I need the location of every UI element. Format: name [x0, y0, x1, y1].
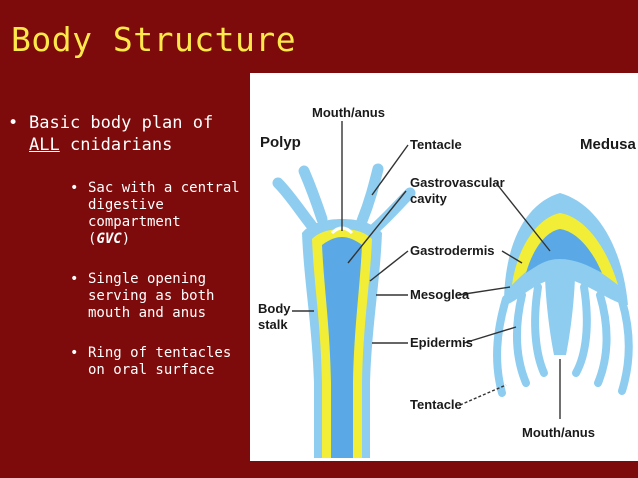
subbullet-opening-line3: mouth and anus [88, 305, 207, 321]
leader-gastro-medusa [501, 250, 523, 264]
bullet-text-post: cnidarians [59, 135, 173, 155]
polyp-tentacle-right-inner [356, 163, 384, 227]
label-body-stalk-line2: stalk [258, 317, 288, 332]
medusa-figure [493, 193, 633, 397]
bullet-dot-icon: • [70, 345, 79, 361]
subbullet-opening-line1: Single opening [88, 271, 207, 287]
subbullet-sac-line3: compartment [88, 214, 181, 230]
subbullet-tentacles: • Ring of tentacles on oral surface [70, 345, 260, 379]
medusa-tentacle-1 [493, 295, 510, 397]
label-mouth-anus-top: Mouth/anus [312, 105, 385, 120]
paren-open: ( [88, 231, 97, 247]
paren-close: ) [121, 231, 131, 247]
label-gvc-line2: cavity [410, 191, 448, 206]
subbullet-opening: • Single opening serving as both mouth a… [70, 271, 260, 322]
label-mouth-anus-bottom: Mouth/anus [522, 425, 595, 440]
label-body-stalk-line1: Body [258, 301, 291, 316]
label-tentacle-top: Tentacle [410, 137, 462, 152]
polyp-figure [272, 163, 416, 458]
subbullet-tentacles-line2: on oral surface [88, 362, 215, 378]
bullet-dot-icon: • [8, 113, 19, 133]
medusa-gvc [526, 229, 602, 273]
leader-lines [292, 121, 561, 419]
subbullet-sac-line1: Sac with a central [88, 180, 240, 196]
leader-tentacle-bottom [459, 384, 507, 406]
slide-title: Body Structure [11, 20, 297, 59]
polyp-gvc [322, 237, 362, 458]
bullet-text-pre: Basic body plan of [29, 113, 214, 133]
medusa-tentacle-5 [594, 291, 611, 387]
bullet-dot-icon: • [70, 180, 79, 196]
label-epidermis: Epidermis [410, 335, 473, 350]
subbullet-sac-line2: digestive [88, 197, 164, 213]
medusa-tentacle-4 [572, 283, 591, 377]
bullet-text-emph: ALL [29, 135, 60, 155]
polyp-tentacle-left [272, 177, 318, 232]
label-mesoglea: Mesoglea [410, 287, 470, 302]
leader-gvc-polyp [347, 190, 407, 264]
gvc-abbrev: GVC [96, 231, 122, 247]
bullet-dot-icon: • [70, 271, 79, 287]
subbullet-sac: • Sac with a central digestive compartme… [70, 180, 260, 248]
bullet-list: • Basic body plan of ALL cnidarians • Sa… [8, 112, 248, 379]
label-medusa: Medusa [580, 136, 637, 153]
subbullet-sac-line4: (GVC) [88, 231, 260, 248]
leader-meso-medusa [457, 286, 511, 296]
subbullet-tentacles-line1: Ring of tentacles [88, 345, 232, 361]
leader-gastro-polyp [369, 250, 409, 282]
medusa-tentacle-2 [513, 291, 530, 387]
polyp-tentacle-left-inner [298, 165, 328, 225]
label-polyp: Polyp [260, 134, 301, 151]
leader-tentacle-top [371, 144, 409, 196]
label-tentacle-bottom: Tentacle [410, 397, 462, 412]
label-gastrodermis: Gastrodermis [410, 243, 495, 258]
medusa-tentacle-3 [531, 283, 548, 377]
leader-epi-medusa [463, 326, 517, 344]
leader-gvc-medusa [495, 182, 551, 252]
medusa-manubrium [545, 277, 575, 355]
cnidarian-diagram: Mouth/anus Polyp Tentacle Medusa Gastrov… [250, 73, 638, 461]
bullet-body-plan: • Basic body plan of ALL cnidarians [8, 112, 248, 156]
diagram-svg: Mouth/anus Polyp Tentacle Medusa Gastrov… [258, 105, 637, 458]
medusa-tentacle-6 [618, 297, 633, 395]
label-gvc-line1: Gastrovascular [410, 175, 505, 190]
subbullet-opening-line2: serving as both [88, 288, 215, 304]
